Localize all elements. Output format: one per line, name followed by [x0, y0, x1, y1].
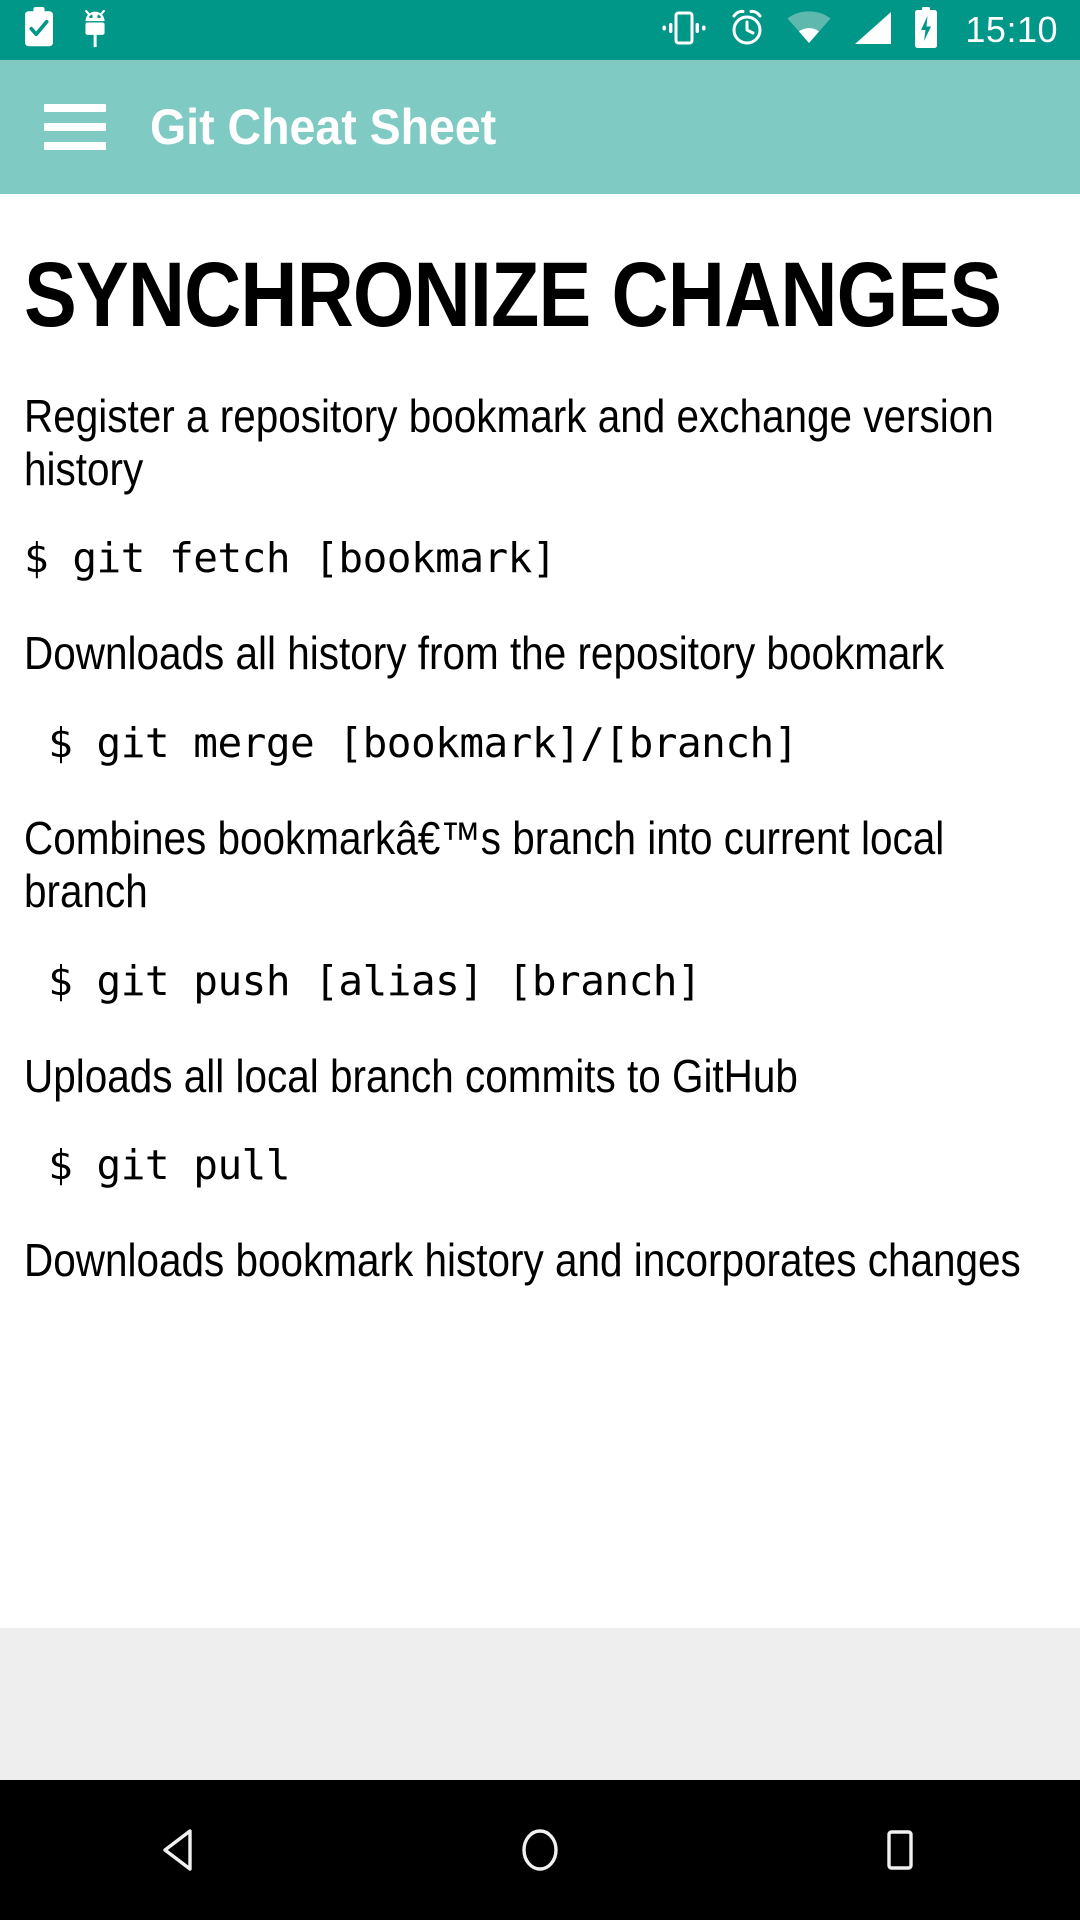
nav-recents-button[interactable] [810, 1780, 990, 1920]
description-text: Combines bookmarkâ€™s branch into curren… [24, 811, 945, 918]
status-bar-right-icons: 15:10 [661, 6, 1058, 54]
alarm-clock-icon [727, 8, 767, 53]
command-line: $ git fetch [bookmark] [24, 534, 557, 583]
app-title: Git Cheat Sheet [150, 99, 497, 155]
hamburger-menu-icon[interactable] [44, 104, 106, 150]
status-bar: 15:10 [0, 0, 1080, 60]
hamburger-bar-2 [44, 123, 106, 131]
battery-charging-icon [913, 6, 939, 54]
nav-back-button[interactable] [90, 1780, 270, 1920]
article-content[interactable]: SYNCHRONIZE CHANGES Register a repositor… [0, 194, 1080, 1628]
command-line: $ git merge [bookmark]/[branch] [24, 718, 798, 767]
android-debug-icon [80, 7, 110, 54]
vibrate-icon [661, 10, 707, 51]
status-bar-left-icons [22, 6, 110, 54]
description-text: Downloads bookmark history and incorpora… [24, 1234, 1021, 1287]
app-bar: Git Cheat Sheet [0, 60, 1080, 194]
command-line: $ git pull [24, 1141, 291, 1190]
wifi-icon [787, 10, 831, 50]
hamburger-bar-1 [44, 104, 106, 112]
description-text: Uploads all local branch commits to GitH… [24, 1049, 798, 1102]
recents-square-icon [887, 1830, 913, 1870]
footer-band [0, 1628, 1080, 1780]
home-circle-icon [522, 1829, 558, 1871]
clipboard-check-icon [22, 6, 56, 54]
cell-signal-icon [851, 11, 893, 50]
back-triangle-icon [163, 1829, 192, 1871]
description-text: Downloads all history from the repositor… [24, 627, 945, 680]
status-bar-clock: 15:10 [965, 9, 1058, 50]
command-line: $ git push [alias] [branch] [24, 956, 702, 1005]
system-navigation-bar [0, 1780, 1080, 1920]
description-text: Register a repository bookmark and excha… [24, 389, 994, 496]
page-title: SYNCHRONIZE CHANGES [24, 244, 1002, 346]
hamburger-bar-3 [44, 142, 106, 150]
nav-home-button[interactable] [450, 1780, 630, 1920]
